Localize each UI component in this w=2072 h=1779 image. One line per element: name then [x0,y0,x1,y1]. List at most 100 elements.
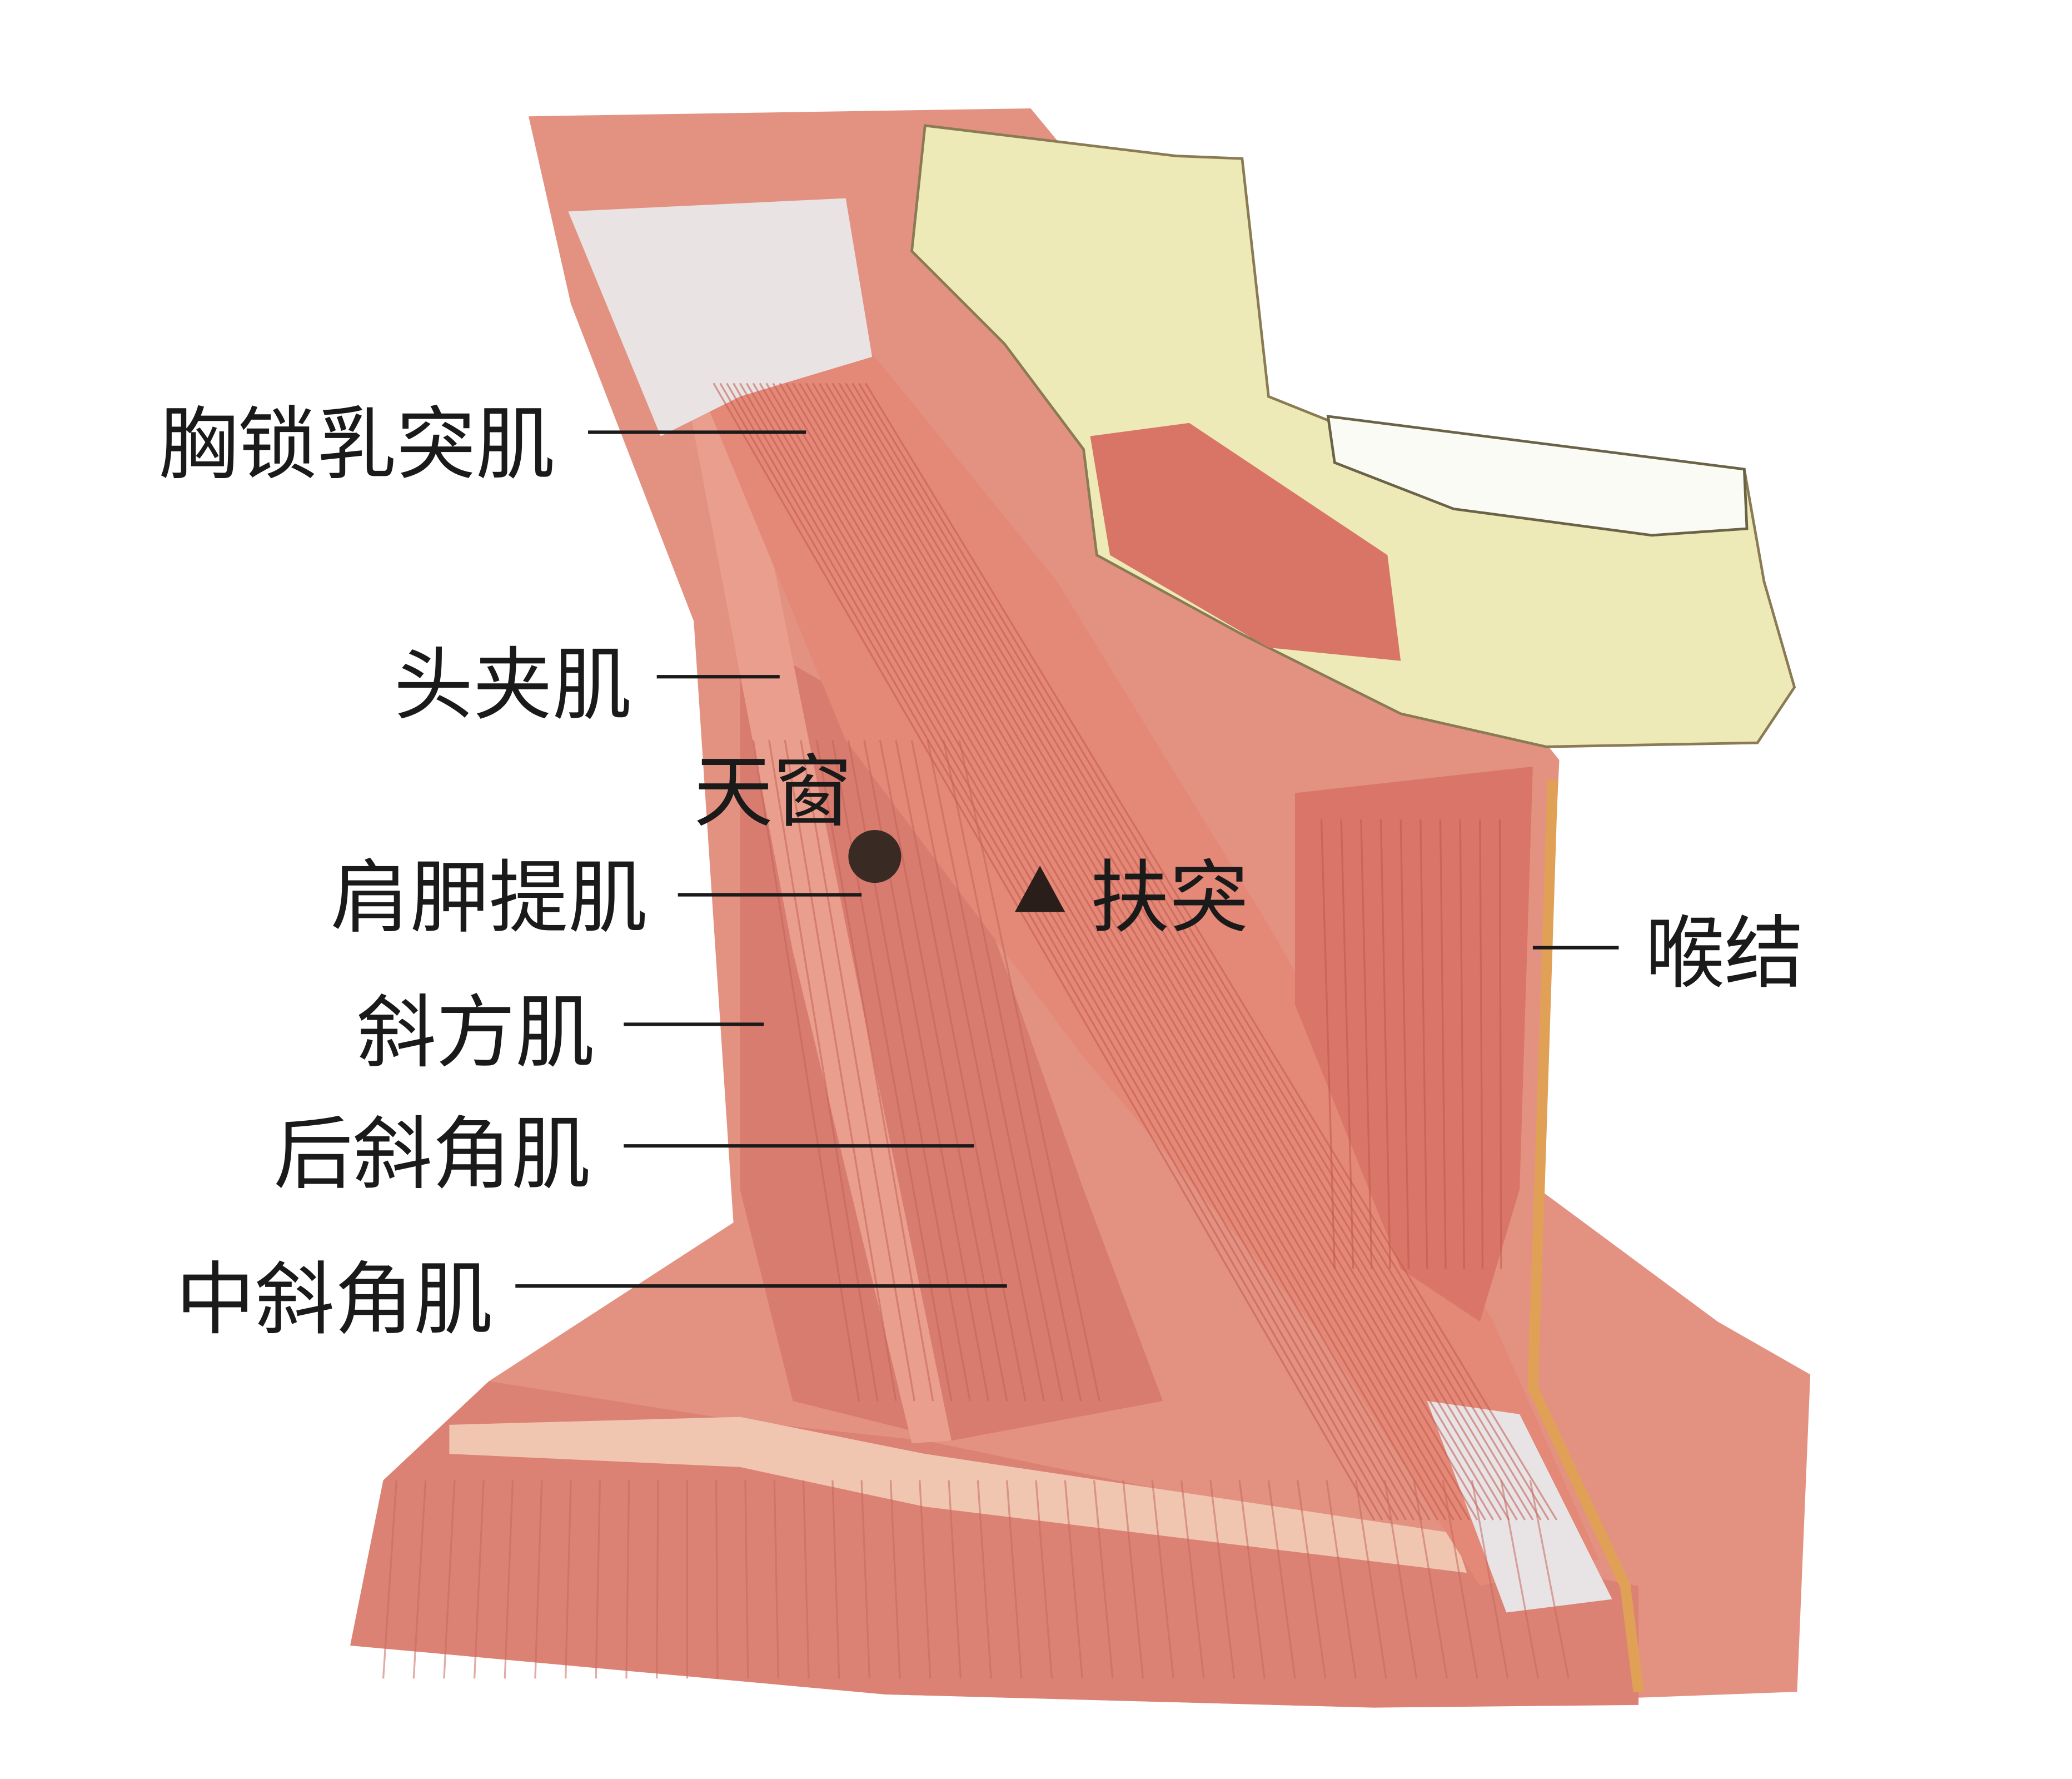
muscle-fiber [831,1480,840,1679]
muscle-fiber [1498,819,1502,1269]
muscle-fiber [713,382,1376,1520]
label-trapezius: 斜方肌 [357,987,764,1079]
label-tianchuang: 天窗 [694,746,852,838]
muscle-fiber [1267,1480,1296,1679]
tianchuang-point-icon [848,830,901,883]
label-sternocleidomastoid: 胸锁乳突肌 [158,399,806,491]
muscle-fiber [805,382,1486,1520]
muscle-fiber [1209,1480,1236,1679]
muscle-fiber [1413,1480,1448,1679]
muscle-fiber [773,1480,780,1679]
label-levator-scapulae: 肩胛提肌 [330,852,862,944]
muscle-fiber [792,382,1471,1520]
muscle-fiber [534,1480,543,1679]
muscle-fiber [412,1480,427,1679]
muscle-fiber [564,1480,572,1679]
muscle-fiber [625,1480,630,1679]
muscle-fiber [864,382,1558,1520]
muscle-fiber [1360,819,1373,1269]
muscle-fiber [382,1480,397,1679]
muscle-fiber [927,740,1064,1402]
muscle-fiber [595,1480,601,1679]
muscle-fiber [895,740,1027,1402]
label-text: 中斜角肌 [176,1254,493,1346]
muscle-fiber [879,740,1008,1402]
muscle-fibers [382,382,1570,1679]
label-middle-scalene: 中斜角肌 [176,1254,1007,1346]
clavicle-band [449,1417,1467,1573]
muscle-fiber [733,382,1399,1520]
muscle-fiber [1439,819,1447,1269]
muscle-fiber [1093,1480,1114,1679]
muscle-fiber [1459,819,1465,1269]
muscle-fiber [726,382,1391,1520]
muscle-fiber [745,382,1415,1520]
muscle-fiber [785,382,1462,1520]
infrahyoid-muscles [1294,766,1533,1322]
muscle-fiber [815,740,934,1402]
futu-point-triangle-icon [1014,866,1065,912]
label-text: 头夹肌 [394,639,632,731]
muscle-fiber [1379,819,1391,1269]
muscle-fiber [1297,1480,1327,1679]
label-text: 斜方肌 [357,987,595,1079]
label-splenius-capitis: 头夹肌 [394,639,780,731]
muscle-fiber [800,740,915,1402]
muscle-fiber [825,382,1510,1520]
muscle-fiber [1383,1480,1418,1679]
muscle-fiber [739,382,1407,1520]
label-laryngeal-prominence: 喉结 [1532,907,1804,1000]
muscle-fiber [784,740,897,1402]
label-text: 后斜角肌 [273,1108,591,1200]
muscle-fiber [1529,1480,1570,1679]
teeth [1326,415,1749,537]
muscle-fiber [858,382,1550,1520]
muscle-fiber [831,382,1518,1520]
muscle-fiber [1006,1480,1023,1679]
sternocleidomastoid-tendon [568,198,873,436]
muscle-fiber [656,1480,659,1679]
muscle-fiber [948,1480,962,1679]
muscle-fiber [752,382,1423,1520]
muscle-fiber [719,382,1383,1520]
muscle-fiber [752,740,860,1402]
trachea-edge [1527,779,1644,1693]
muscle-fiber [779,382,1455,1520]
label-text: 肩胛提肌 [330,852,648,944]
trapezius-strip [687,396,952,1444]
muscle-fiber [772,382,1447,1520]
muscle-fiber [977,1480,992,1679]
muscle-fiber [1399,819,1410,1269]
muscle-fiber [889,1480,901,1679]
muscle-fiber [799,382,1478,1520]
muscle-fiber [1354,1480,1387,1679]
muscle-fiber [802,1480,810,1679]
label-posterior-scalene: 后斜角肌 [273,1108,974,1200]
sternocleidomastoid-muscle [687,337,1599,1586]
muscle-fiber [1238,1480,1266,1679]
label-futu: 扶突 [1090,852,1248,944]
muscle-fiber [958,740,1100,1402]
muscle-fiber [1419,819,1428,1269]
muscle-fiber [1479,819,1484,1269]
muscle-fiber [744,1480,749,1679]
muscle-fiber [504,1480,514,1679]
muscle-fiber [768,740,879,1402]
label-text: 胸锁乳突肌 [158,399,555,491]
muscle-fiber [851,382,1542,1520]
muscle-fiber [1340,819,1354,1269]
muscle-fiber [1151,1480,1174,1679]
muscle-fiber [811,382,1495,1520]
muscle-fiber [1442,1480,1478,1679]
muscle-fiber [1064,1480,1083,1679]
muscle-fiber [443,1480,456,1679]
muscle-fiber [845,382,1534,1520]
muscle-fiber [919,1480,932,1679]
muscle-fiber [838,382,1526,1520]
sternal-tendon [1427,1401,1612,1613]
muscle-fiber [1320,819,1336,1269]
muscle-fiber [1500,1480,1540,1679]
muscle-fiber [1326,1480,1357,1679]
muscle-fiber [473,1480,485,1679]
